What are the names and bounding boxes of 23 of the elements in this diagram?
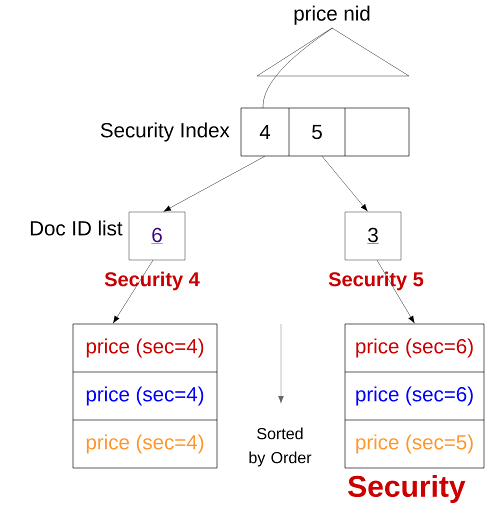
arrow — [113, 260, 154, 324]
security-label: Security — [348, 475, 466, 503]
index-cell — [344, 108, 410, 156]
price-row: price (sec=6) — [344, 324, 484, 372]
price-row: price (sec=4) — [72, 420, 218, 468]
price-row: price (sec=4) — [72, 324, 218, 372]
price-row: price (sec=5) — [344, 420, 484, 468]
index-cell: 5 — [288, 108, 346, 156]
arrow — [322, 156, 368, 212]
note-text: Sorted by Order — [249, 428, 312, 466]
connector-line — [262, 28, 334, 108]
arrow — [164, 156, 266, 212]
price-row: price (sec=6) — [344, 372, 484, 420]
index-label: Security Index — [100, 122, 230, 142]
arrow — [376, 260, 415, 324]
doc-id-box: 6 — [128, 212, 186, 260]
node-label: Doc ID list — [30, 220, 122, 236]
security-label: Security 4 — [104, 272, 200, 290]
security-label: Security 5 — [328, 272, 424, 290]
doc-id-box: 3 — [344, 212, 402, 260]
node-label: price nid — [294, 6, 370, 25]
index-cell: 4 — [240, 108, 290, 156]
price-row: price (sec=4) — [72, 372, 218, 420]
